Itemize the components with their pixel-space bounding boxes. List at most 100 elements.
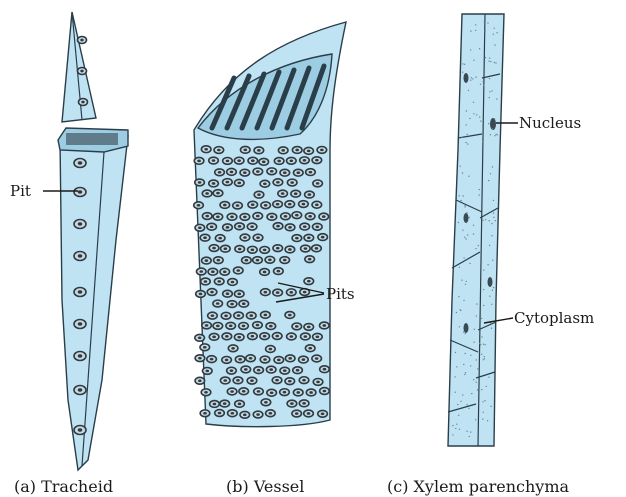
vessel-pit (293, 367, 303, 374)
cytoplasm-speck (463, 364, 464, 365)
cytoplasm-speck (460, 166, 461, 167)
cytoplasm-speck (459, 195, 460, 196)
vessel-pit (207, 289, 217, 296)
vessel-pit (247, 377, 257, 384)
parenchyma-figure (448, 14, 504, 446)
cytoplasm-speck (490, 134, 491, 135)
cytoplasm-speck (493, 200, 494, 201)
vessel-pit (319, 322, 329, 329)
cytoplasm-speck (491, 304, 492, 305)
cytoplasm-speck (476, 315, 477, 316)
cytoplasm-speck (495, 220, 496, 221)
cytoplasm-speck (494, 135, 495, 136)
vessel-pit (260, 356, 270, 363)
cytoplasm-speck (490, 61, 491, 62)
cytoplasm-speck (475, 24, 476, 25)
cytoplasm-speck (462, 172, 463, 173)
vessel-pit (299, 377, 309, 384)
cytoplasm-speck (492, 260, 493, 261)
cytoplasm-speck (483, 359, 484, 360)
cytoplasm-speck (470, 49, 471, 50)
vessel-pit (260, 180, 270, 187)
vessel-pit (253, 213, 263, 220)
cytoplasm-speck (462, 394, 463, 395)
parenchyma-nucleus-2 (464, 73, 469, 83)
vessel-pit (201, 146, 211, 153)
vessel-pit (285, 246, 295, 253)
vessel-pit (319, 213, 329, 220)
vessel-pit (292, 235, 302, 242)
vessel-pit (234, 157, 244, 164)
vessel-pit (292, 410, 302, 417)
vessel-pit (248, 201, 258, 208)
vessel-pit (227, 168, 237, 175)
cytoplasm-speck (455, 428, 456, 429)
cytoplasm-speck (455, 352, 456, 353)
vessel-pit (194, 157, 204, 164)
vessel-pit (227, 367, 237, 374)
vessel-pit (196, 291, 206, 298)
cytoplasm-speck (458, 415, 459, 416)
vessel-figure (194, 22, 346, 427)
cytoplasm-speck (466, 431, 467, 432)
pits-label: Pits (326, 285, 355, 303)
cytoplasm-speck (485, 57, 486, 58)
vessel-pit (286, 289, 296, 296)
cytoplasm-speck (470, 30, 471, 31)
vessel-pit (214, 147, 224, 154)
vessel-pit (285, 378, 295, 385)
vessel-pit (274, 357, 284, 364)
cytoplasm-speck (489, 97, 490, 98)
cytoplasm-speck (457, 404, 458, 405)
vessel-pit (313, 180, 323, 187)
vessel-pit (207, 356, 217, 363)
cytoplasm-speck (488, 377, 489, 378)
cytoplasm-speck (476, 359, 477, 360)
cytoplasm-speck (462, 195, 463, 196)
cytoplasm-speck (494, 44, 495, 45)
vessel-pit (293, 389, 303, 396)
vessel-pit (248, 246, 258, 253)
vessel-pit (241, 366, 251, 373)
vessel-pit (287, 179, 297, 186)
cytoplasm-speck (465, 205, 466, 206)
cytoplasm-speck (489, 78, 490, 79)
vessel-pit (273, 245, 283, 252)
vessel-pit (227, 388, 237, 395)
vessel-pit (215, 169, 225, 176)
cytoplasm-speck (493, 34, 494, 35)
vessel-pit (292, 147, 302, 154)
vessel-pit (209, 157, 219, 164)
cytoplasm-speck (452, 425, 453, 426)
vessel-pit (304, 278, 314, 285)
cytoplasm-speck (495, 62, 496, 63)
vessel-pit (265, 256, 275, 263)
vessel-pit (228, 279, 238, 286)
cytoplasm-speck (476, 114, 477, 115)
cytoplasm-speck (459, 326, 460, 327)
cytoplasm-speck (482, 418, 483, 419)
vessel-pit (274, 158, 284, 165)
cytoplasm-speck (473, 60, 474, 61)
vessel-pit (213, 300, 223, 307)
cytoplasm-speck (482, 125, 483, 126)
cytoplasm-speck (465, 372, 466, 373)
vessel-pit (300, 223, 310, 230)
cytoplasm-speck (483, 289, 484, 290)
vessel-pit (266, 366, 276, 373)
vessel-pit (213, 213, 223, 220)
cytoplasm-speck (465, 284, 466, 285)
vessel-pit (292, 323, 302, 330)
vessel-pit (234, 290, 244, 297)
vessel-pit (285, 312, 295, 319)
vessel-pit (278, 190, 288, 197)
cytoplasm-speck (471, 77, 472, 78)
tracheid-pit (74, 188, 86, 197)
vessel-pit (305, 213, 315, 220)
vessel-pit (253, 234, 263, 241)
vessel-pit (305, 345, 315, 352)
vessel-pit (209, 180, 219, 187)
cytoplasm-speck (462, 72, 463, 73)
vessel-pit (267, 213, 277, 220)
tracheid-pit (74, 426, 86, 435)
